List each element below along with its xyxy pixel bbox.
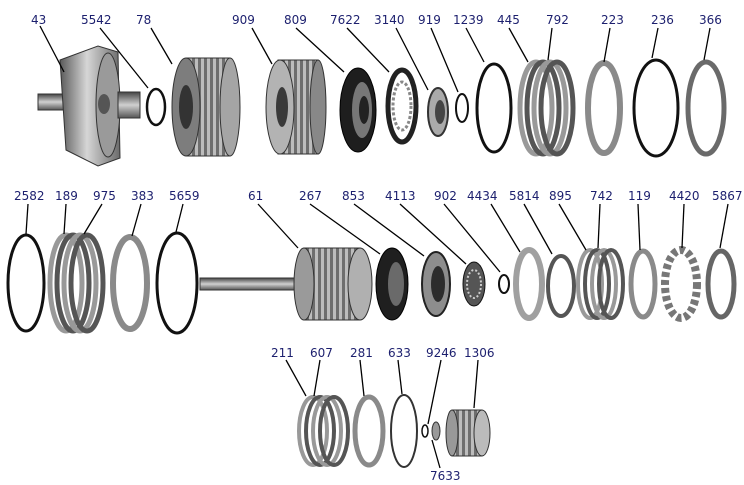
callout-7633: 7633 (430, 469, 461, 483)
part-78-clutch-drum (171, 57, 241, 157)
callout-43: 43 (31, 13, 46, 27)
part-895-742-clutch-plates (576, 248, 625, 320)
callout-4434: 4434 (467, 189, 498, 203)
callout-809: 809 (284, 13, 307, 27)
callout-909: 909 (232, 13, 255, 27)
part-1239-ring (475, 62, 513, 154)
part-3140-retainer (427, 87, 449, 137)
part-853-piston (421, 251, 451, 317)
part-119-plate (628, 248, 658, 320)
part-189-975-clutch-plates (47, 232, 106, 334)
callout-7622: 7622 (330, 13, 361, 27)
part-236-ring (632, 58, 680, 158)
callout-78: 78 (136, 13, 151, 27)
callout-3140: 3140 (374, 13, 405, 27)
callout-902: 902 (434, 189, 457, 203)
callout-5542: 5542 (81, 13, 112, 27)
part-5542-snap-ring (145, 87, 167, 127)
callout-1306: 1306 (464, 346, 495, 360)
part-4434-plate (513, 247, 545, 321)
part-809-piston (339, 67, 377, 153)
part-366-plate (685, 59, 727, 157)
part-919-snap-ring (455, 93, 469, 123)
part-2582-ring (6, 233, 46, 333)
callout-211: 211 (271, 346, 294, 360)
callout-975: 975 (93, 189, 116, 203)
part-4113-spring-retainer (462, 261, 486, 307)
part-7622-spring-assembly (385, 67, 419, 145)
part-9246-washer (431, 421, 441, 441)
callout-5814: 5814 (509, 189, 540, 203)
callout-5659: 5659 (169, 189, 200, 203)
part-5814-plate (546, 254, 576, 318)
leader-lines (25, 25, 729, 469)
callout-236: 236 (651, 13, 674, 27)
part-4420-sprag-cage (661, 246, 701, 322)
callout-633: 633 (388, 346, 411, 360)
part-43-pump-assembly (37, 45, 141, 167)
part-633-ring (390, 394, 418, 468)
part-281-plate (352, 394, 386, 468)
callout-742: 742 (590, 189, 613, 203)
part-211-607-clutch-plates (297, 395, 350, 467)
part-5659-ring (155, 231, 199, 335)
callout-119: 119 (628, 189, 651, 203)
callout-4113: 4113 (385, 189, 416, 203)
callout-61: 61 (248, 189, 263, 203)
part-223-plate (585, 60, 623, 156)
callout-223: 223 (601, 13, 624, 27)
part-445-792-clutch-plates (517, 59, 576, 157)
callout-383: 383 (131, 189, 154, 203)
callout-1239: 1239 (453, 13, 484, 27)
part-5867-plate (705, 248, 737, 320)
callout-189: 189 (55, 189, 78, 203)
part-7633-small-ring (421, 424, 429, 438)
callout-labels: 43 5542 78 909 809 7622 3140 919 1239 44… (14, 13, 743, 483)
callout-607: 607 (310, 346, 333, 360)
part-1306-hub (445, 409, 491, 457)
part-902-snap-ring (498, 274, 510, 294)
callout-445: 445 (497, 13, 520, 27)
callout-267: 267 (299, 189, 322, 203)
callout-895: 895 (549, 189, 572, 203)
callout-366: 366 (699, 13, 722, 27)
callout-5867: 5867 (712, 189, 743, 203)
part-61-input-shaft-drum (199, 247, 373, 321)
callout-9246: 9246 (426, 346, 457, 360)
callout-919: 919 (418, 13, 441, 27)
part-267-piston (375, 247, 409, 321)
callout-4420: 4420 (669, 189, 700, 203)
callout-792: 792 (546, 13, 569, 27)
callout-853: 853 (342, 189, 365, 203)
part-383-plate (110, 234, 150, 332)
part-909-clutch-housing (265, 59, 327, 155)
callout-2582: 2582 (14, 189, 45, 203)
callout-281: 281 (350, 346, 373, 360)
